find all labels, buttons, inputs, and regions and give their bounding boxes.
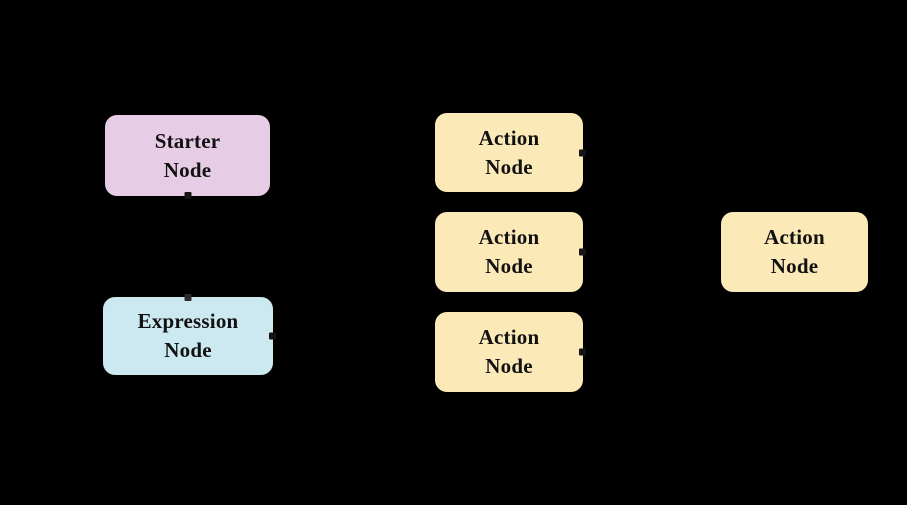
node-label-line-1: Action bbox=[764, 225, 825, 250]
node-label-line-2: Node bbox=[485, 154, 533, 179]
connection-port-bottom-icon[interactable] bbox=[184, 192, 191, 199]
node-label-line-2: Node bbox=[770, 254, 819, 278]
node-label-line-1: Action bbox=[478, 125, 540, 150]
node-label-line-2: Node bbox=[485, 354, 533, 378]
node-label-line-2: Node bbox=[164, 338, 212, 362]
node-label-line-1: Action bbox=[478, 225, 540, 250]
connection-port-right-icon[interactable] bbox=[579, 149, 586, 156]
connection-port-right-icon[interactable] bbox=[269, 332, 276, 340]
node-label-line-2: Node bbox=[485, 254, 533, 278]
node-label-line-1: Action bbox=[478, 325, 540, 350]
node-label-line-2: Node bbox=[163, 157, 212, 182]
node-label-line-1: Expression bbox=[137, 309, 239, 334]
node-label-line-1: Starter bbox=[154, 128, 221, 153]
connection-port-right-icon[interactable] bbox=[579, 248, 586, 256]
connection-port-right-icon[interactable] bbox=[579, 348, 586, 356]
connection-port-top-icon[interactable] bbox=[184, 294, 192, 301]
